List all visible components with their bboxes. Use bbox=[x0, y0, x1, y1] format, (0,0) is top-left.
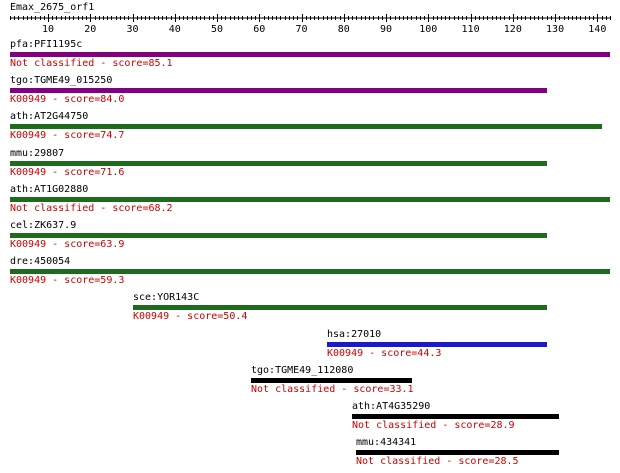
hit-bar[interactable] bbox=[10, 269, 610, 274]
hit-bar[interactable] bbox=[327, 342, 547, 347]
hit-score-label: K00949 - score=50.4 bbox=[133, 311, 248, 322]
ruler-tick-label: 120 bbox=[504, 24, 522, 34]
hit-score-label: K00949 - score=59.3 bbox=[10, 275, 125, 286]
hit-name[interactable]: dre:450054 bbox=[10, 256, 71, 267]
ruler-tick-label: 60 bbox=[253, 24, 265, 34]
hit-bar[interactable] bbox=[133, 305, 547, 310]
hit-bar[interactable] bbox=[10, 197, 610, 202]
hit-score-label: Not classified - score=68.2 bbox=[10, 203, 173, 214]
ruler-tick-label: 140 bbox=[588, 24, 606, 34]
hit-score-label: K00949 - score=44.3 bbox=[327, 348, 442, 359]
ruler-tick-label: 90 bbox=[380, 24, 392, 34]
hit-bar[interactable] bbox=[10, 124, 602, 129]
hit-bar[interactable] bbox=[10, 161, 547, 166]
ruler-tick-label: 110 bbox=[462, 24, 480, 34]
ruler-tick-label: 130 bbox=[546, 24, 564, 34]
ruler-tick-label: 10 bbox=[42, 24, 54, 34]
ruler-tick-label: 70 bbox=[296, 24, 308, 34]
hit-score-label: K00949 - score=74.7 bbox=[10, 130, 125, 141]
hit-score-label: Not classified - score=33.1 bbox=[251, 384, 414, 395]
hit-name[interactable]: cel:ZK637.9 bbox=[10, 220, 77, 231]
hit-name[interactable]: mmu:434341 bbox=[356, 437, 417, 448]
hit-score-label: Not classified - score=28.5 bbox=[356, 456, 519, 467]
hit-name[interactable]: ath:AT2G44750 bbox=[10, 111, 89, 122]
ruler-tick-label: 100 bbox=[419, 24, 437, 34]
hit-name[interactable]: tgo:TGME49_015250 bbox=[10, 75, 113, 86]
ruler-tick-label: 20 bbox=[84, 24, 96, 34]
query-title: Emax_2675_orf1 bbox=[10, 2, 95, 13]
hit-name[interactable]: ath:AT4G35290 bbox=[352, 401, 431, 412]
hit-name[interactable]: mmu:29807 bbox=[10, 148, 65, 159]
hit-name[interactable]: pfa:PFI1195c bbox=[10, 39, 83, 50]
hit-score-label: K00949 - score=71.6 bbox=[10, 167, 125, 178]
hit-score-label: K00949 - score=84.0 bbox=[10, 94, 125, 105]
ruler-tick-label: 80 bbox=[338, 24, 350, 34]
hit-name[interactable]: ath:AT1G02880 bbox=[10, 184, 89, 195]
hit-name[interactable]: sce:YOR143C bbox=[133, 292, 200, 303]
hit-bar[interactable] bbox=[10, 52, 610, 57]
hit-bar[interactable] bbox=[10, 233, 547, 238]
hit-name[interactable]: hsa:27010 bbox=[327, 329, 382, 340]
hit-score-label: Not classified - score=85.1 bbox=[10, 58, 173, 69]
hit-name[interactable]: tgo:TGME49_112080 bbox=[251, 365, 354, 376]
hit-bar[interactable] bbox=[251, 378, 412, 383]
hit-bar[interactable] bbox=[352, 414, 559, 419]
hit-score-label: Not classified - score=28.9 bbox=[352, 420, 515, 431]
ruler-tick-label: 30 bbox=[127, 24, 139, 34]
position-ruler: 10 20 30 40 50 60 70 80 90 100 110 120 130 140 bbox=[10, 14, 611, 34]
hit-bar[interactable] bbox=[10, 88, 547, 93]
hit-score-label: K00949 - score=63.9 bbox=[10, 239, 125, 250]
hit-bar[interactable] bbox=[356, 450, 559, 455]
ruler-tick-label: 40 bbox=[169, 24, 181, 34]
ruler-tick-label: 50 bbox=[211, 24, 223, 34]
